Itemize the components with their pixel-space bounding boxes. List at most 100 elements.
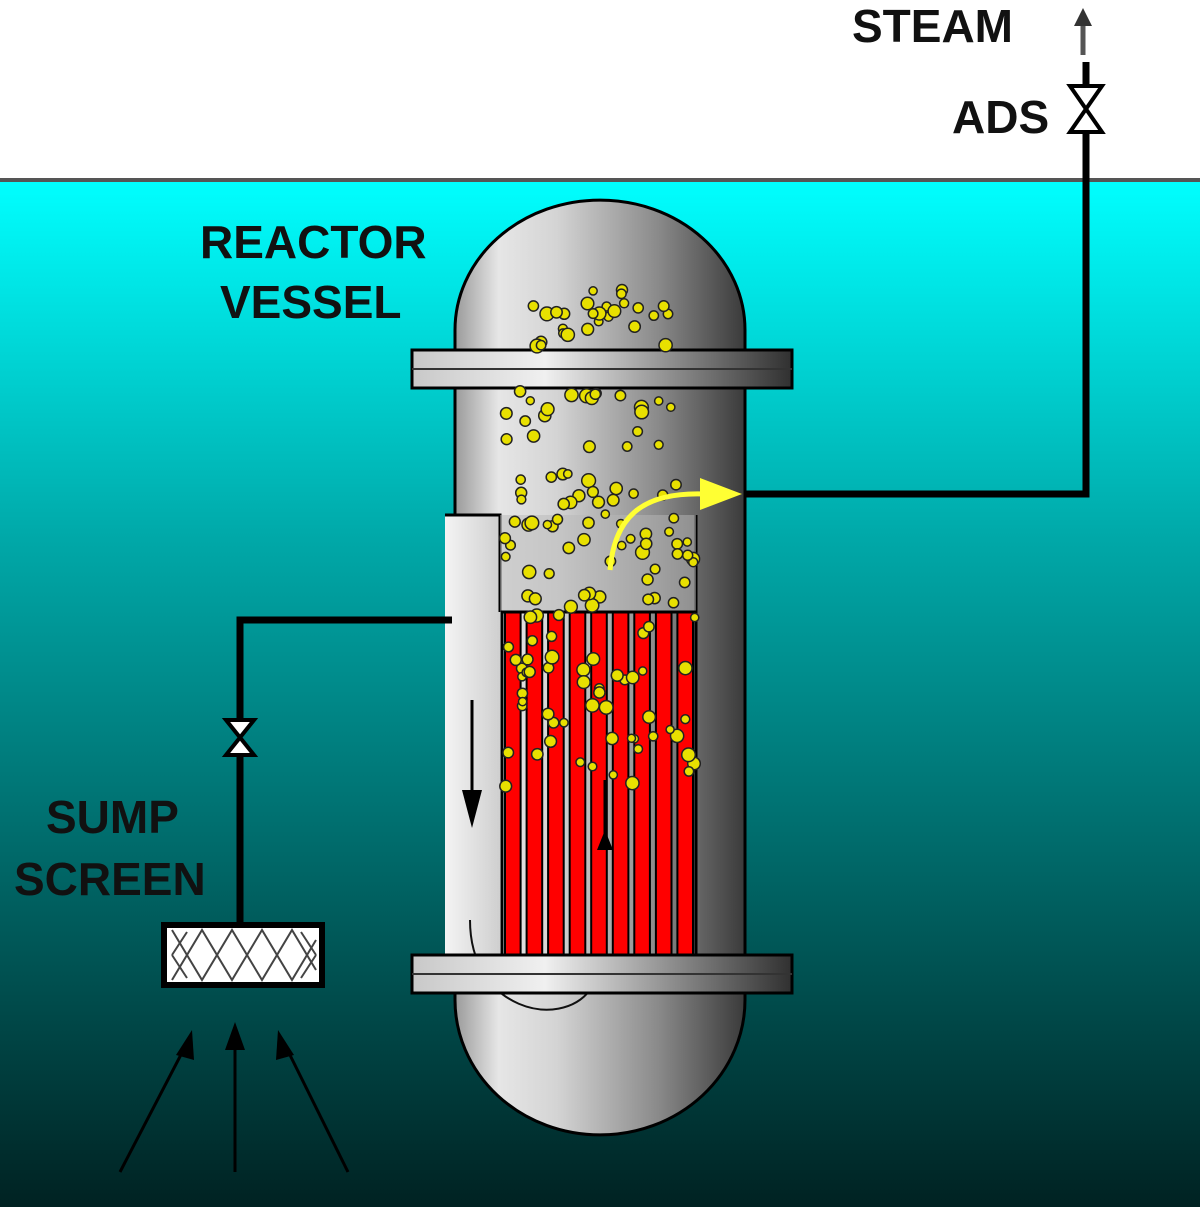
label-reactor-vessel-line2: VESSEL [220, 276, 402, 328]
label-reactor-vessel-line1: REACTOR [200, 216, 427, 268]
steam-bubble [588, 286, 598, 296]
steam-bubble [608, 770, 619, 780]
steam-bubble [586, 651, 601, 667]
steam-bubble [668, 512, 680, 524]
steam-bubble [576, 674, 591, 690]
steam-bubble [642, 620, 655, 633]
steam-bubble [499, 779, 513, 793]
steam-bubble [581, 322, 595, 336]
sump-recirculation-pipe [236, 616, 452, 720]
steam-bubble [614, 389, 627, 402]
steam-bubble [683, 765, 695, 777]
steam-bubble [648, 310, 660, 322]
steam-bubble [545, 471, 558, 483]
steam-bubble [560, 327, 576, 343]
steam-bubble [593, 686, 606, 699]
steam-bubble [657, 300, 670, 313]
steam-bubble [542, 519, 553, 530]
fuel-rod [654, 612, 673, 955]
steam-bubbles [498, 283, 702, 793]
steam-bubble [519, 415, 532, 428]
sump-inflow-arrowhead-right [276, 1030, 294, 1060]
steam-bubble [582, 440, 596, 454]
steam-bubble [564, 387, 579, 403]
steam-bubble [641, 573, 654, 586]
steam-bubble [562, 468, 573, 479]
steam-bubble [516, 494, 527, 505]
steam-bubble [563, 599, 579, 614]
steam-bubble [682, 537, 693, 547]
steam-bubble [515, 474, 527, 485]
steam-bubble [575, 757, 586, 768]
steam-bubble [543, 734, 558, 749]
steam-bubble [526, 429, 541, 443]
sump-inflow-arrowhead-left [176, 1030, 194, 1060]
steam-bubble [628, 488, 639, 499]
steam-bubble [606, 493, 620, 507]
steam-bubble [582, 516, 595, 530]
ads-valve [1066, 84, 1106, 134]
steam-bubble [526, 634, 539, 647]
steam-bubble [500, 433, 513, 446]
steam-exit-arrowhead [700, 478, 742, 510]
steam-bubble [609, 481, 624, 496]
steam-bubble [544, 649, 560, 665]
steam-bubble [541, 707, 555, 721]
steam-bubble [545, 630, 558, 643]
steam-bubble [552, 608, 566, 622]
steam-bubble [551, 513, 564, 526]
steam-bubble [509, 653, 523, 667]
steam-bubble [543, 567, 555, 580]
steam-bubble [580, 296, 595, 311]
steam-bubble [658, 337, 673, 353]
steam-bubble [634, 404, 650, 420]
steam-bubble [625, 775, 640, 791]
steam-bubble [618, 298, 630, 309]
label-steam: STEAM [852, 0, 1013, 52]
steam-bubble [499, 406, 513, 420]
steam-exit-arrow [607, 491, 706, 571]
sump-inflow-arrows [118, 1040, 350, 1173]
downcomer-flow-arrowhead [462, 790, 482, 828]
steam-bubble [508, 515, 521, 528]
steam-bubble [584, 697, 600, 713]
steam-bubble [616, 540, 627, 551]
steam-bubble [498, 532, 512, 545]
steam-bubble [667, 596, 680, 609]
steam-bubble [521, 564, 537, 580]
reactor-core [504, 612, 695, 955]
steam-bubble [665, 402, 676, 413]
steam-bubble [665, 724, 675, 735]
steam-bubble [642, 593, 655, 606]
steam-bubble [517, 696, 528, 707]
steam-bubble [680, 747, 697, 763]
steam-bubble [621, 441, 633, 452]
steam-bubble [527, 300, 540, 312]
steam-bubble [528, 592, 542, 606]
sump-screen [161, 922, 325, 988]
steam-bubble [530, 747, 544, 761]
steam-bubble [678, 576, 691, 589]
steam-bubble [557, 497, 571, 511]
fuel-rod [525, 612, 544, 955]
steam-bubble [625, 533, 636, 544]
sump-inflow-arrowhead-center [225, 1022, 245, 1050]
steam-bubble [680, 714, 691, 725]
fuel-rod [547, 612, 565, 955]
lower-flange [410, 953, 794, 995]
lower-plenum-arc [469, 919, 591, 1011]
upper-flange [410, 348, 794, 390]
fuel-rod [676, 612, 695, 955]
steam-bubble [562, 541, 576, 555]
steam-bubble [625, 670, 640, 685]
steam-bubble [671, 537, 684, 550]
steam-bubble [642, 709, 657, 725]
steam-bubble [591, 495, 606, 509]
steam-bubble [521, 653, 534, 666]
steam-bubble [535, 339, 547, 351]
steam-bubble [513, 385, 527, 398]
steam-bubble [633, 743, 644, 755]
steam-bubble [649, 563, 661, 575]
